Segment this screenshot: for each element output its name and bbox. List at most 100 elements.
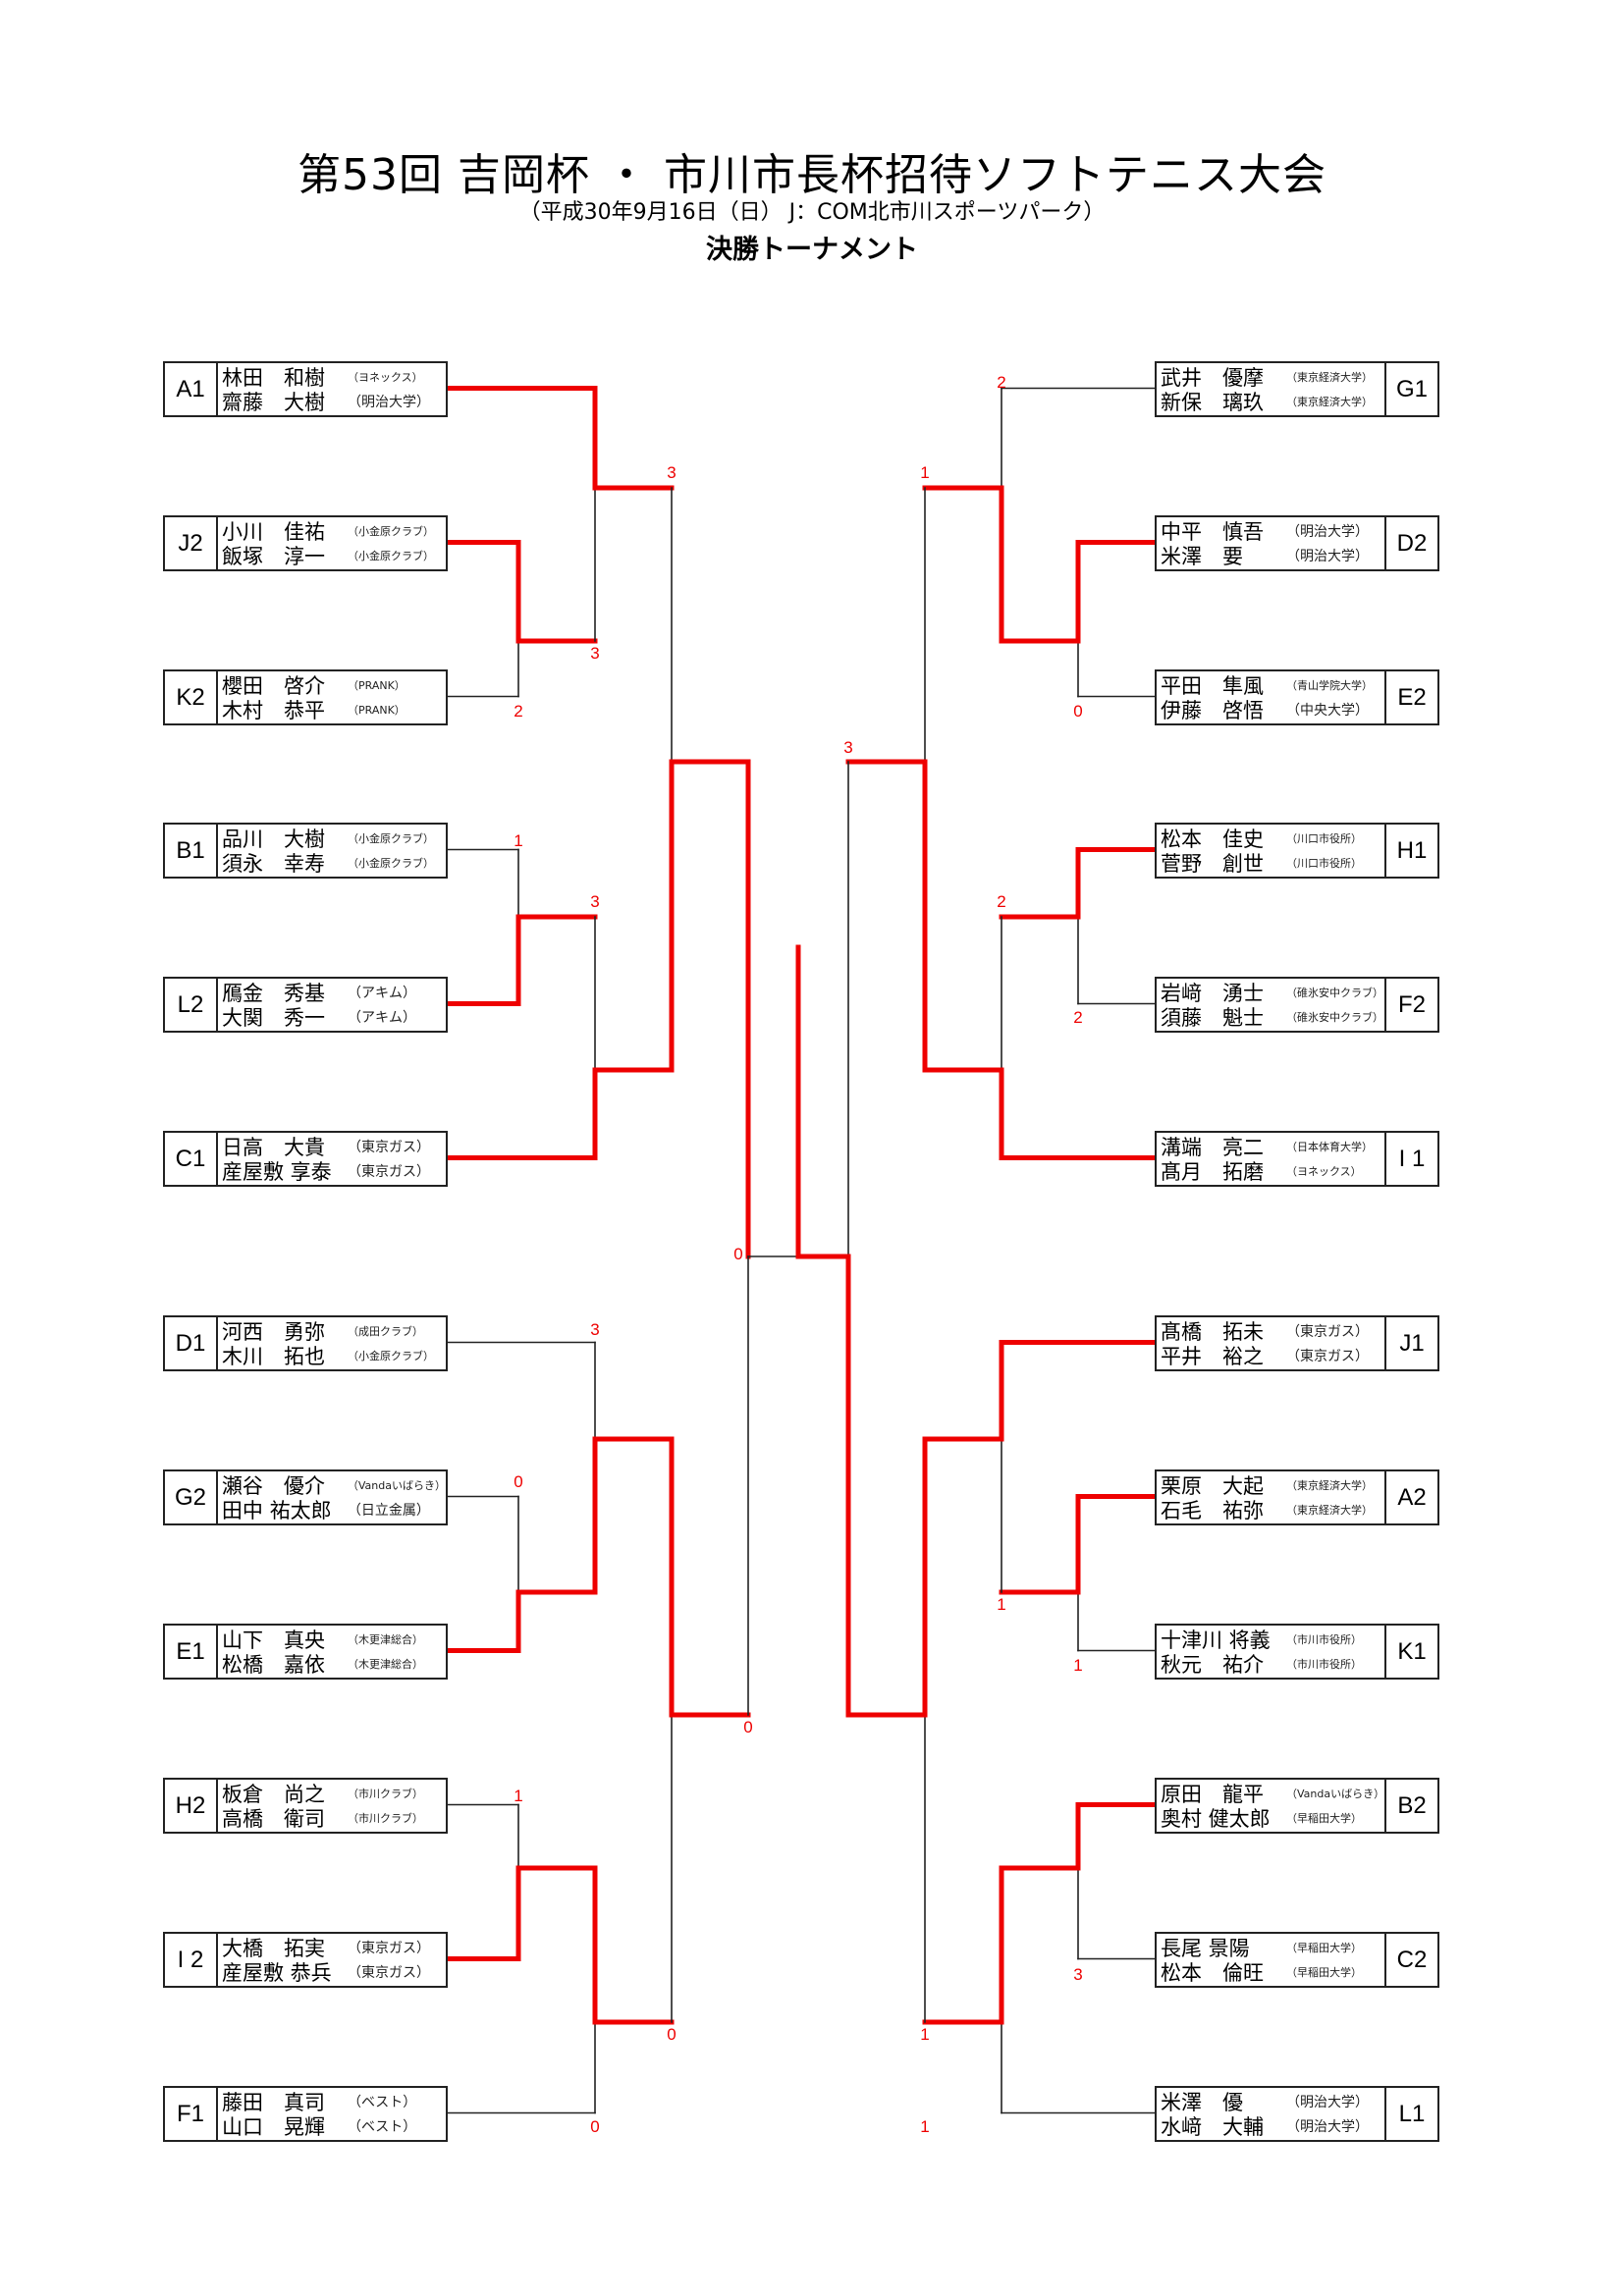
player-row: 小川 佳祐（小金原クラブ） bbox=[222, 519, 446, 544]
seed-label: G2 bbox=[165, 1471, 218, 1523]
seed-label: L1 bbox=[1384, 2088, 1437, 2140]
match-score: 0 bbox=[733, 1245, 743, 1263]
player-affiliation: （小金原クラブ） bbox=[348, 832, 434, 845]
player-name: 武井 優摩 bbox=[1161, 366, 1264, 390]
player-pair: 米澤 優（明治大学）水﨑 大輔（明治大学） bbox=[1157, 2088, 1384, 2140]
seed-label: C2 bbox=[1384, 1934, 1437, 1986]
player-pair: 松本 佳史（川口市役所）菅野 創世（川口市役所） bbox=[1157, 825, 1384, 877]
match-score: 0 bbox=[514, 1472, 523, 1491]
player-pair: 瀬谷 優介（Vandaいばらき）田中 祐太郎（日立金属） bbox=[218, 1471, 446, 1523]
player-name: 米澤 要 bbox=[1161, 545, 1243, 568]
page-subtitle: （平成30年9月16日（日） J：COM北市川スポーツパーク） bbox=[518, 200, 1106, 225]
player-row: 産屋敷 恭兵（東京ガス） bbox=[222, 1960, 446, 1985]
player-pair: 小川 佳祐（小金原クラブ）飯塚 淳一（小金原クラブ） bbox=[218, 517, 446, 569]
player-affiliation: （小金原クラブ） bbox=[348, 1350, 434, 1362]
player-name: 山口 晃輝 bbox=[222, 2115, 325, 2139]
player-name: 水﨑 大輔 bbox=[1161, 2115, 1264, 2139]
match-score: 1 bbox=[920, 2025, 930, 2044]
player-name: 齋藤 大樹 bbox=[222, 391, 325, 414]
player-name: 新保 璃玖 bbox=[1161, 391, 1264, 414]
player-name: 品川 大樹 bbox=[222, 828, 325, 851]
player-name: 石毛 祐弥 bbox=[1161, 1499, 1264, 1522]
player-name: 松橋 嘉依 bbox=[222, 1653, 325, 1677]
player-row: 原田 龍平（Vandaいばらき） bbox=[1161, 1782, 1384, 1806]
player-name: 日高 大貴 bbox=[222, 1136, 325, 1159]
match-score: 1 bbox=[920, 2117, 930, 2136]
player-affiliation: （ヨネックス） bbox=[1286, 1165, 1362, 1178]
player-name: 山下 真央 bbox=[222, 1629, 325, 1652]
player-affiliation: （明治大学） bbox=[1286, 524, 1369, 540]
player-affiliation: （Vandaいばらき） bbox=[1286, 1788, 1385, 1800]
player-affiliation: （小金原クラブ） bbox=[348, 550, 434, 562]
player-row: 松本 倫旺（早稲田大学） bbox=[1161, 1960, 1384, 1985]
player-name: 須永 幸寿 bbox=[222, 852, 325, 876]
player-affiliation: （木更津総合） bbox=[348, 1633, 423, 1646]
player-row: 須藤 魁士（碓氷安中クラブ） bbox=[1161, 1005, 1384, 1030]
player-affiliation: （青山学院大学） bbox=[1286, 679, 1373, 692]
match-score: 1 bbox=[514, 831, 523, 850]
player-name: 岩﨑 湧士 bbox=[1161, 982, 1264, 1005]
player-row: 産屋敷 享泰（東京ガス） bbox=[222, 1159, 446, 1184]
player-affiliation: （市川市役所） bbox=[1286, 1633, 1362, 1646]
seed-label: D2 bbox=[1384, 517, 1437, 569]
player-name: 河西 勇弥 bbox=[222, 1320, 325, 1344]
seed-label: J2 bbox=[165, 517, 218, 569]
player-affiliation: （早稲田大学） bbox=[1286, 1812, 1362, 1825]
player-row: 石毛 祐弥（東京経済大学） bbox=[1161, 1498, 1384, 1522]
player-affiliation: （川口市役所） bbox=[1286, 832, 1362, 845]
player-row: 松橋 嘉依（木更津総合） bbox=[222, 1652, 446, 1677]
player-pair: 鴈金 秀基（アキム）大関 秀一（アキム） bbox=[218, 979, 446, 1031]
seed-label: I 2 bbox=[165, 1934, 218, 1986]
player-row: 須永 幸寿（小金原クラブ） bbox=[222, 851, 446, 876]
player-name: 伊藤 啓悟 bbox=[1161, 699, 1264, 722]
player-name: 鴈金 秀基 bbox=[222, 982, 325, 1005]
seed-label: A2 bbox=[1384, 1471, 1437, 1523]
seed-label: F2 bbox=[1384, 979, 1437, 1031]
player-name: 秋元 祐介 bbox=[1161, 1653, 1264, 1677]
player-name: 産屋敷 恭兵 bbox=[222, 1961, 332, 1985]
player-name: 瀬谷 優介 bbox=[221, 1474, 325, 1498]
player-affiliation: （早稲田大学） bbox=[1286, 1942, 1362, 1954]
player-pair: 栗原 大起（東京経済大学）石毛 祐弥（東京経済大学） bbox=[1157, 1471, 1384, 1523]
player-affiliation: （日立金属） bbox=[347, 1503, 430, 1519]
match-score: 0 bbox=[590, 2117, 600, 2136]
player-row: 長尾 景陽（早稲田大学） bbox=[1161, 1936, 1384, 1960]
page-title: 第53回 吉岡杯 ・ 市川市長杯招待ソフトテニス大会 bbox=[298, 150, 1326, 200]
player-row: 秋元 祐介（市川市役所） bbox=[1161, 1652, 1384, 1677]
player-row: 平田 隼風（青山学院大学） bbox=[1161, 673, 1384, 698]
player-affiliation: （PRANK） bbox=[348, 679, 406, 692]
player-row: 岩﨑 湧士 （碓氷安中クラブ） bbox=[1161, 981, 1384, 1005]
match-score: 3 bbox=[667, 463, 677, 482]
player-row: 山口 晃輝（ベスト） bbox=[222, 2114, 446, 2139]
seed-label: D1 bbox=[165, 1317, 218, 1369]
player-row: 木川 拓也（小金原クラブ） bbox=[222, 1344, 446, 1368]
player-name: 櫻田 啓介 bbox=[222, 674, 325, 698]
player-row: 高橋 衛司（市川クラブ） bbox=[222, 1806, 446, 1831]
match-score: 0 bbox=[743, 1718, 753, 1736]
player-pair: 長尾 景陽（早稲田大学）松本 倫旺（早稲田大学） bbox=[1157, 1934, 1384, 1986]
player-affiliation: （碓氷安中クラブ） bbox=[1286, 987, 1383, 999]
player-row: 日高 大貴（東京ガス） bbox=[222, 1135, 446, 1159]
player-row: 板倉 尚之（市川クラブ） bbox=[222, 1782, 446, 1806]
player-affiliation: （市川クラブ） bbox=[348, 1812, 423, 1825]
seed-label: I 1 bbox=[1384, 1133, 1437, 1185]
player-affiliation: （早稲田大学） bbox=[1286, 1966, 1362, 1979]
player-row: 大橋 拓実（東京ガス） bbox=[222, 1936, 446, 1960]
player-name: 十津川 将義 bbox=[1161, 1629, 1271, 1652]
player-row: 齋藤 大樹（明治大学） bbox=[222, 390, 446, 414]
player-pair: 髙橋 拓未（東京ガス）平井 裕之（東京ガス） bbox=[1157, 1317, 1384, 1369]
match-score: 2 bbox=[997, 373, 1006, 392]
player-row: 十津川 将義 （市川市役所） bbox=[1161, 1628, 1384, 1652]
player-pair: 溝端 亮二（日本体育大学）髙月 拓磨（ヨネックス） bbox=[1157, 1133, 1384, 1185]
player-row: 大関 秀一（アキム） bbox=[222, 1005, 446, 1030]
